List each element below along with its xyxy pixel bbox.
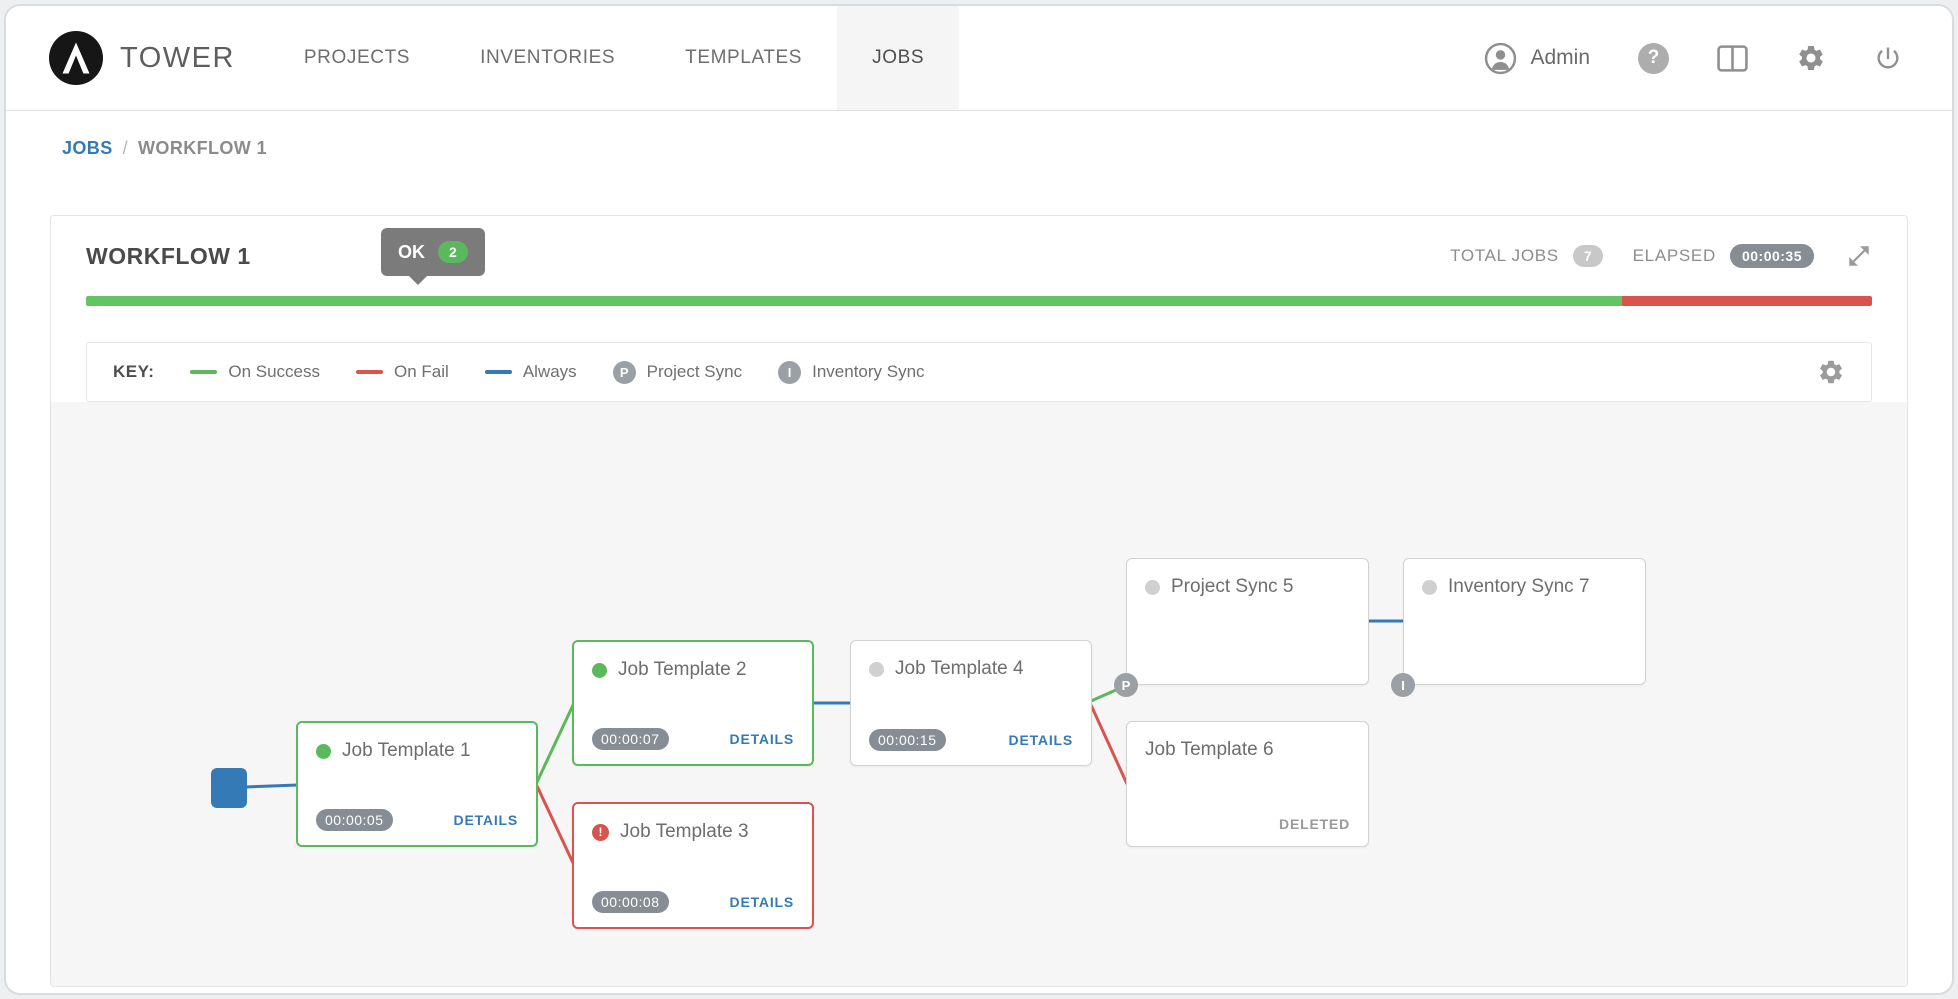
node-title: Job Template 4 bbox=[895, 658, 1024, 679]
status-success-icon bbox=[316, 743, 331, 759]
workflow-graph: Job Template 1 00:00:05 DETAILS Job Temp… bbox=[51, 402, 1907, 986]
total-jobs-label: TOTAL JOBS bbox=[1450, 246, 1559, 265]
brand-name: TOWER bbox=[120, 41, 235, 74]
username: Admin bbox=[1530, 46, 1590, 69]
legend-label: On Success bbox=[228, 362, 321, 381]
on-success-line-swatch bbox=[190, 370, 218, 374]
node-job-template-4[interactable]: Job Template 4 00:00:15 DETAILS bbox=[850, 640, 1092, 766]
app-window: TOWER PROJECTS INVENTORIES TEMPLATES JOB… bbox=[4, 4, 1954, 995]
inventory-sync-icon: I bbox=[778, 360, 802, 384]
node-details-link[interactable]: DETAILS bbox=[1008, 732, 1073, 748]
node-job-template-1[interactable]: Job Template 1 00:00:05 DETAILS bbox=[296, 721, 538, 847]
inventory-sync-link-badge: I bbox=[1391, 673, 1415, 697]
navbar-right-cluster: Admin ? bbox=[1484, 6, 1952, 110]
docs-panel-icon[interactable] bbox=[1717, 44, 1748, 72]
node-title: Job Template 1 bbox=[342, 740, 471, 761]
nav-templates[interactable]: TEMPLATES bbox=[685, 47, 803, 68]
status-tooltip: OK 2 bbox=[381, 228, 485, 285]
node-elapsed-badge: 00:00:15 bbox=[869, 729, 946, 751]
brand[interactable]: TOWER bbox=[6, 6, 235, 110]
breadcrumb-separator: / bbox=[122, 137, 129, 158]
node-elapsed-badge: 00:00:07 bbox=[592, 728, 669, 750]
on-fail-line-swatch bbox=[356, 370, 384, 374]
status-count-badge: 2 bbox=[438, 241, 468, 263]
workflow-stats: TOTAL JOBS 7 ELAPSED 00:00:35 bbox=[1450, 243, 1872, 269]
legend-always: Always bbox=[484, 362, 577, 382]
nav-projects[interactable]: PROJECTS bbox=[303, 47, 411, 68]
status-pending-icon bbox=[1145, 579, 1160, 595]
status-failed-icon: ! bbox=[592, 823, 609, 841]
total-jobs-badge: 7 bbox=[1572, 245, 1603, 267]
node-job-template-2[interactable]: Job Template 2 00:00:07 DETAILS bbox=[572, 640, 814, 766]
always-line-swatch bbox=[484, 370, 512, 374]
node-elapsed-badge: 00:00:05 bbox=[316, 809, 393, 831]
status-label: OK bbox=[398, 241, 425, 262]
legend-inventory-sync: I Inventory Sync bbox=[778, 360, 925, 384]
graph-settings-gear-icon[interactable] bbox=[1817, 358, 1845, 386]
legend-on-success: On Success bbox=[190, 362, 320, 382]
user-avatar-icon bbox=[1484, 42, 1517, 75]
node-title: Project Sync 5 bbox=[1171, 576, 1294, 597]
breadcrumb-current: WORKFLOW 1 bbox=[138, 137, 268, 158]
workflow-start-node[interactable] bbox=[211, 768, 247, 808]
legend-key-label: KEY: bbox=[113, 362, 155, 381]
top-navbar: TOWER PROJECTS INVENTORIES TEMPLATES JOB… bbox=[6, 6, 1952, 111]
workflow-title: WORKFLOW 1 bbox=[86, 242, 251, 269]
nav-inventories[interactable]: INVENTORIES bbox=[480, 47, 616, 68]
nav-jobs[interactable]: JOBS bbox=[837, 6, 960, 110]
legend-on-fail: On Fail bbox=[356, 362, 449, 382]
help-icon[interactable]: ? bbox=[1638, 42, 1669, 74]
node-inventory-sync-7[interactable]: Inventory Sync 7 bbox=[1403, 558, 1646, 685]
workflow-card-header: WORKFLOW 1 OK 2 TOTAL JOBS 7 ELAPSED 00:… bbox=[51, 216, 1907, 296]
node-title: Job Template 6 bbox=[1145, 739, 1274, 760]
legend-project-sync: P Project Sync bbox=[612, 360, 743, 384]
breadcrumb: JOBS / WORKFLOW 1 bbox=[6, 111, 1952, 185]
legend-label: Inventory Sync bbox=[812, 362, 925, 381]
node-deleted-label: DELETED bbox=[1279, 816, 1350, 832]
expand-fullscreen-icon[interactable] bbox=[1846, 243, 1872, 269]
progress-fail bbox=[1621, 296, 1872, 306]
workflow-progress-bar bbox=[86, 296, 1872, 306]
node-details-link[interactable]: DETAILS bbox=[729, 894, 794, 910]
node-details-link[interactable]: DETAILS bbox=[453, 812, 518, 828]
logout-power-icon[interactable] bbox=[1874, 44, 1902, 72]
status-pending-icon bbox=[1422, 579, 1437, 595]
legend-label: Project Sync bbox=[646, 362, 743, 381]
main-nav: PROJECTS INVENTORIES TEMPLATES JOBS bbox=[269, 6, 960, 110]
node-title: Inventory Sync 7 bbox=[1448, 576, 1590, 597]
project-sync-icon: P bbox=[612, 360, 636, 384]
workflow-card: WORKFLOW 1 OK 2 TOTAL JOBS 7 ELAPSED 00:… bbox=[50, 215, 1908, 987]
elapsed-badge: 00:00:35 bbox=[1729, 244, 1814, 268]
breadcrumb-jobs-link[interactable]: JOBS bbox=[62, 137, 113, 158]
status-success-icon bbox=[592, 662, 607, 678]
node-job-template-6[interactable]: Job Template 6 DELETED bbox=[1126, 721, 1369, 847]
project-sync-link-badge: P bbox=[1114, 673, 1138, 697]
node-project-sync-5[interactable]: Project Sync 5 bbox=[1126, 558, 1369, 685]
legend-label: Always bbox=[522, 362, 577, 381]
node-details-link[interactable]: DETAILS bbox=[729, 731, 794, 747]
node-elapsed-badge: 00:00:08 bbox=[592, 891, 669, 913]
status-pending-icon bbox=[869, 661, 884, 677]
user-menu[interactable]: Admin bbox=[1484, 42, 1590, 75]
node-job-template-3[interactable]: ! Job Template 3 00:00:08 DETAILS bbox=[572, 802, 814, 929]
settings-gear-icon[interactable] bbox=[1796, 43, 1826, 73]
node-title: Job Template 2 bbox=[618, 659, 747, 680]
legend-label: On Fail bbox=[394, 362, 449, 381]
elapsed-label: ELAPSED bbox=[1632, 246, 1716, 265]
ansible-logo-icon bbox=[48, 30, 104, 86]
node-title: Job Template 3 bbox=[620, 821, 749, 842]
progress-success bbox=[86, 296, 1622, 306]
legend-bar: KEY: On Success On Fail Always P Project… bbox=[86, 342, 1872, 402]
